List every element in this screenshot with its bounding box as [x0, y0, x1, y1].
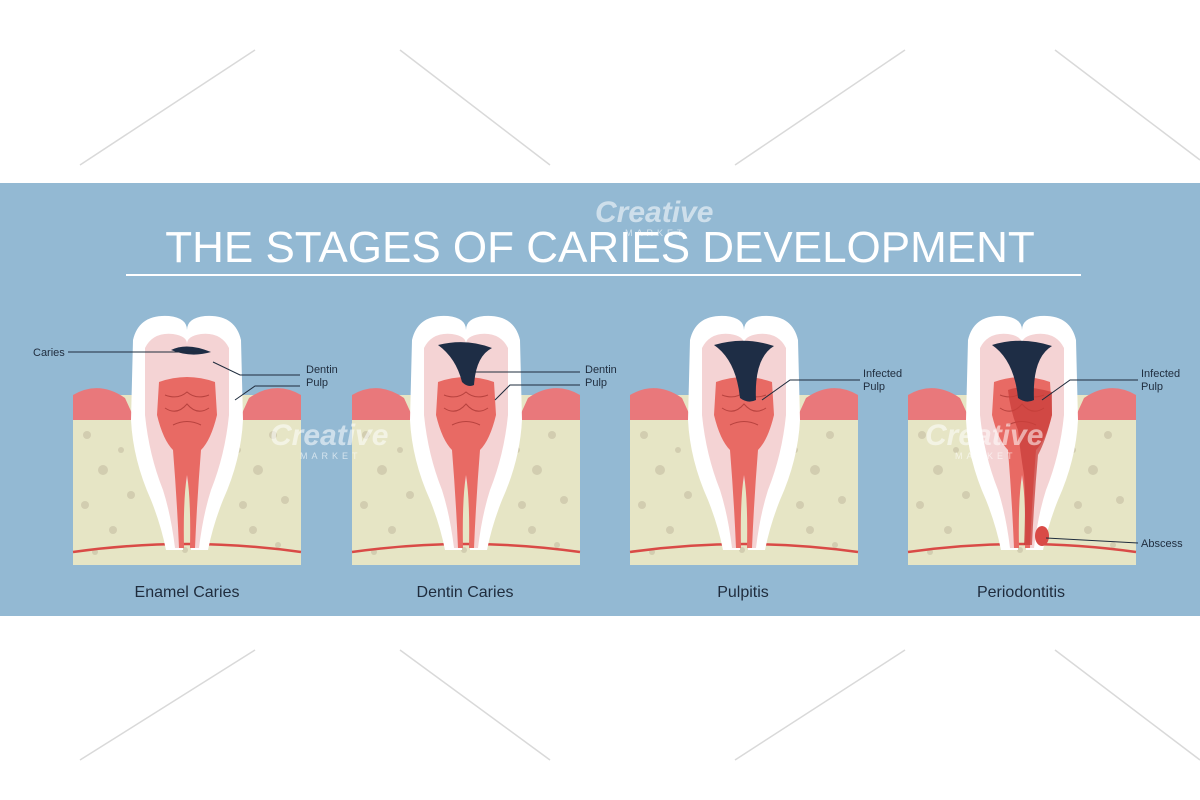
stage-enamel-caries: [71, 314, 303, 567]
leader-line: [1045, 537, 1139, 544]
watermark-sub: MARKET: [300, 19, 362, 29]
leader-line: [761, 379, 860, 401]
bg-line: [399, 649, 551, 761]
caries-spot: [171, 346, 211, 355]
callout-infected: Infected: [1141, 368, 1180, 380]
watermark-sub: MARKET: [300, 451, 362, 461]
bg-line: [1054, 649, 1200, 761]
watermark-sub: MARKET: [955, 19, 1017, 29]
caries-spot: [438, 342, 492, 386]
watermark-logo: Creative: [925, 0, 1043, 21]
leader-line: [234, 385, 300, 401]
background-lines: [79, 49, 1200, 761]
infected-pulp: [1008, 387, 1052, 545]
watermark-logo: Creative: [595, 196, 713, 229]
bg-line: [1054, 49, 1200, 161]
callout-pulp: Pulp: [863, 381, 885, 393]
watermark-logo: Creative: [270, 0, 388, 21]
watermark-logo: Creative: [595, 634, 713, 667]
page-title: THE STAGES OF CARIES DEVELOPMENT: [165, 223, 1035, 272]
callout-dentin: Dentin: [306, 364, 338, 376]
abscess: [1035, 526, 1049, 546]
leader-line: [494, 384, 580, 401]
stage-dentin-caries: [350, 314, 582, 567]
watermark-sub: MARKET: [625, 228, 687, 238]
callout-lines: [68, 351, 1139, 544]
bg-line: [734, 49, 906, 166]
bg-line: [79, 49, 256, 166]
callout-caries: Caries: [33, 347, 65, 359]
caries-spot: [992, 340, 1052, 402]
watermark-sub: MARKET: [955, 451, 1017, 461]
bg-line: [79, 649, 256, 761]
stage-label: Periodontitis: [977, 584, 1065, 601]
leader-line: [1041, 379, 1138, 401]
stage-label: Pulpitis: [717, 584, 769, 601]
stage-label: Enamel Caries: [135, 584, 240, 601]
bg-line: [734, 649, 906, 761]
callout-pulp: Pulp: [585, 377, 607, 389]
callout-pulp: Pulp: [306, 377, 328, 389]
callout-infected: Infected: [863, 368, 902, 380]
stage-pulpitis: [628, 314, 860, 567]
watermarks: Creative MARKET Creative MARKET Creative…: [270, 0, 1043, 676]
callout-abscess: Abscess: [1141, 538, 1183, 550]
watermark-sub: MARKET: [625, 666, 687, 676]
watermark-logo: Creative: [925, 419, 1043, 452]
callout-dentin: Dentin: [585, 364, 617, 376]
stage-periodontitis: [906, 314, 1138, 567]
watermark-logo: Creative: [270, 419, 388, 452]
stage-label: Dentin Caries: [417, 584, 514, 601]
caries-spot: [714, 340, 774, 402]
bg-line: [399, 49, 551, 166]
leader-line: [212, 361, 300, 376]
callout-pulp: Pulp: [1141, 381, 1163, 393]
